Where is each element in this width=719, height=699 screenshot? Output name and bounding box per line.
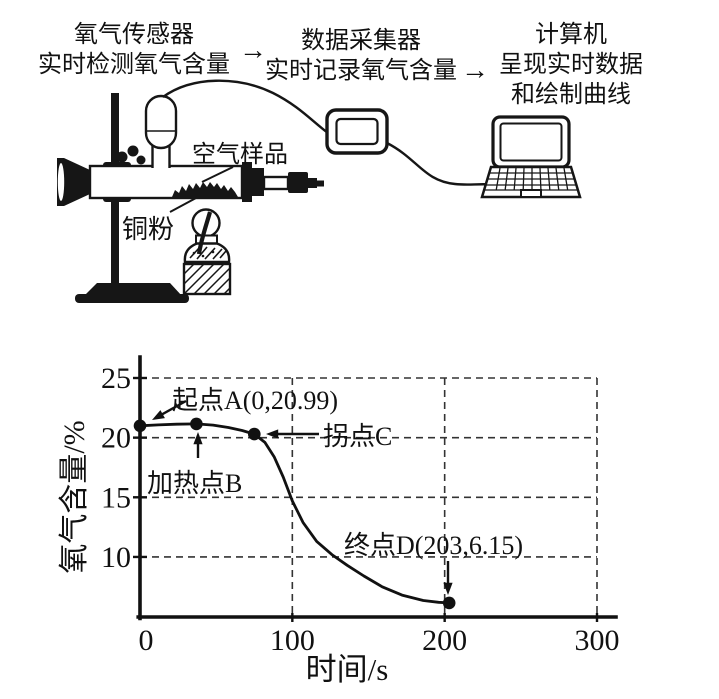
y-tick-label-10: 10 (101, 541, 131, 574)
arrow-line-A (158, 399, 187, 418)
tube-left-bell (57, 158, 90, 206)
flow-arrow-1-icon: → (239, 35, 267, 66)
data-collector-device (325, 108, 389, 155)
oxygen-curve (138, 422, 451, 605)
arrow-head-C (266, 429, 279, 439)
sensor-bulb (144, 94, 178, 150)
lamp-body (183, 242, 231, 264)
sensor-flow-line2: 实时检测氧气含量 (38, 52, 230, 78)
computer-flow-line2: 呈现实时数据 (499, 52, 643, 78)
y-tick-label-20: 20 (101, 422, 131, 455)
collector-flow-line2: 实时记录氧气含量 (265, 58, 457, 84)
laptop-keys (484, 167, 578, 191)
air-sample-pointer-line (201, 166, 234, 183)
arrow-head-D (443, 582, 453, 595)
flow-arrow-2-icon: → (461, 55, 489, 86)
syringe-handle (288, 172, 308, 193)
point-C (248, 427, 261, 441)
alcohol-lamp (183, 208, 231, 264)
y-tick-label-25: 25 (101, 362, 131, 395)
lamp-wick (196, 211, 213, 255)
point-A (133, 419, 147, 433)
stand-base (84, 283, 182, 296)
oxygen-sensor-probe (144, 94, 178, 168)
x-tick-label-300: 300 (575, 624, 620, 657)
x-tick-label-100: 100 (270, 624, 315, 657)
point-D (442, 596, 456, 610)
sensor-flow-block: 氧气传感器 实时检测氧气含量 (28, 20, 240, 80)
x-axis-title: 时间/s (306, 652, 389, 687)
point-B (190, 417, 203, 431)
copper-powder-pointer-line (169, 197, 197, 213)
copper-powder-pile (172, 182, 238, 197)
air-sample-label: 空气样品 (192, 141, 288, 168)
annotation-D: 终点D(203,6.15) (344, 531, 523, 560)
collector-flow-line1: 数据采集器 (301, 28, 421, 54)
x-tick-label-0: 0 (139, 624, 154, 657)
collector-cable (386, 141, 493, 186)
collector-screen (335, 117, 379, 146)
arrow-head-A (152, 410, 165, 420)
copper-powder-label: 铜粉 (122, 215, 174, 244)
laptop-computer (480, 115, 582, 199)
y-axis-title: 氧气含量/% (58, 420, 91, 573)
heating-block (182, 262, 232, 296)
clamp-claw (116, 151, 128, 163)
tube-right-flange (242, 162, 252, 202)
sensor-flow-line1: 氧气传感器 (74, 22, 194, 48)
lamp-liquid (189, 246, 227, 260)
annotation-B: 加热点B (147, 469, 242, 498)
sensor-cable (162, 79, 329, 134)
computer-flow-block: 计算机 呈现实时数据 和绘制曲线 (478, 20, 664, 110)
arrow-head-B (193, 432, 203, 445)
computer-flow-line1: 计算机 (535, 22, 607, 48)
annotation-C: 拐点C (323, 422, 392, 451)
computer-flow-line3: 和绘制曲线 (511, 82, 631, 108)
collector-flow-block: 数据采集器 实时记录氧气含量 (252, 26, 470, 86)
laptop-notch (520, 189, 542, 198)
y-tick-label-15: 15 (101, 481, 131, 514)
x-tick-label-200: 200 (422, 624, 467, 657)
annotation-A: 起点A(0,20.99) (172, 386, 338, 415)
